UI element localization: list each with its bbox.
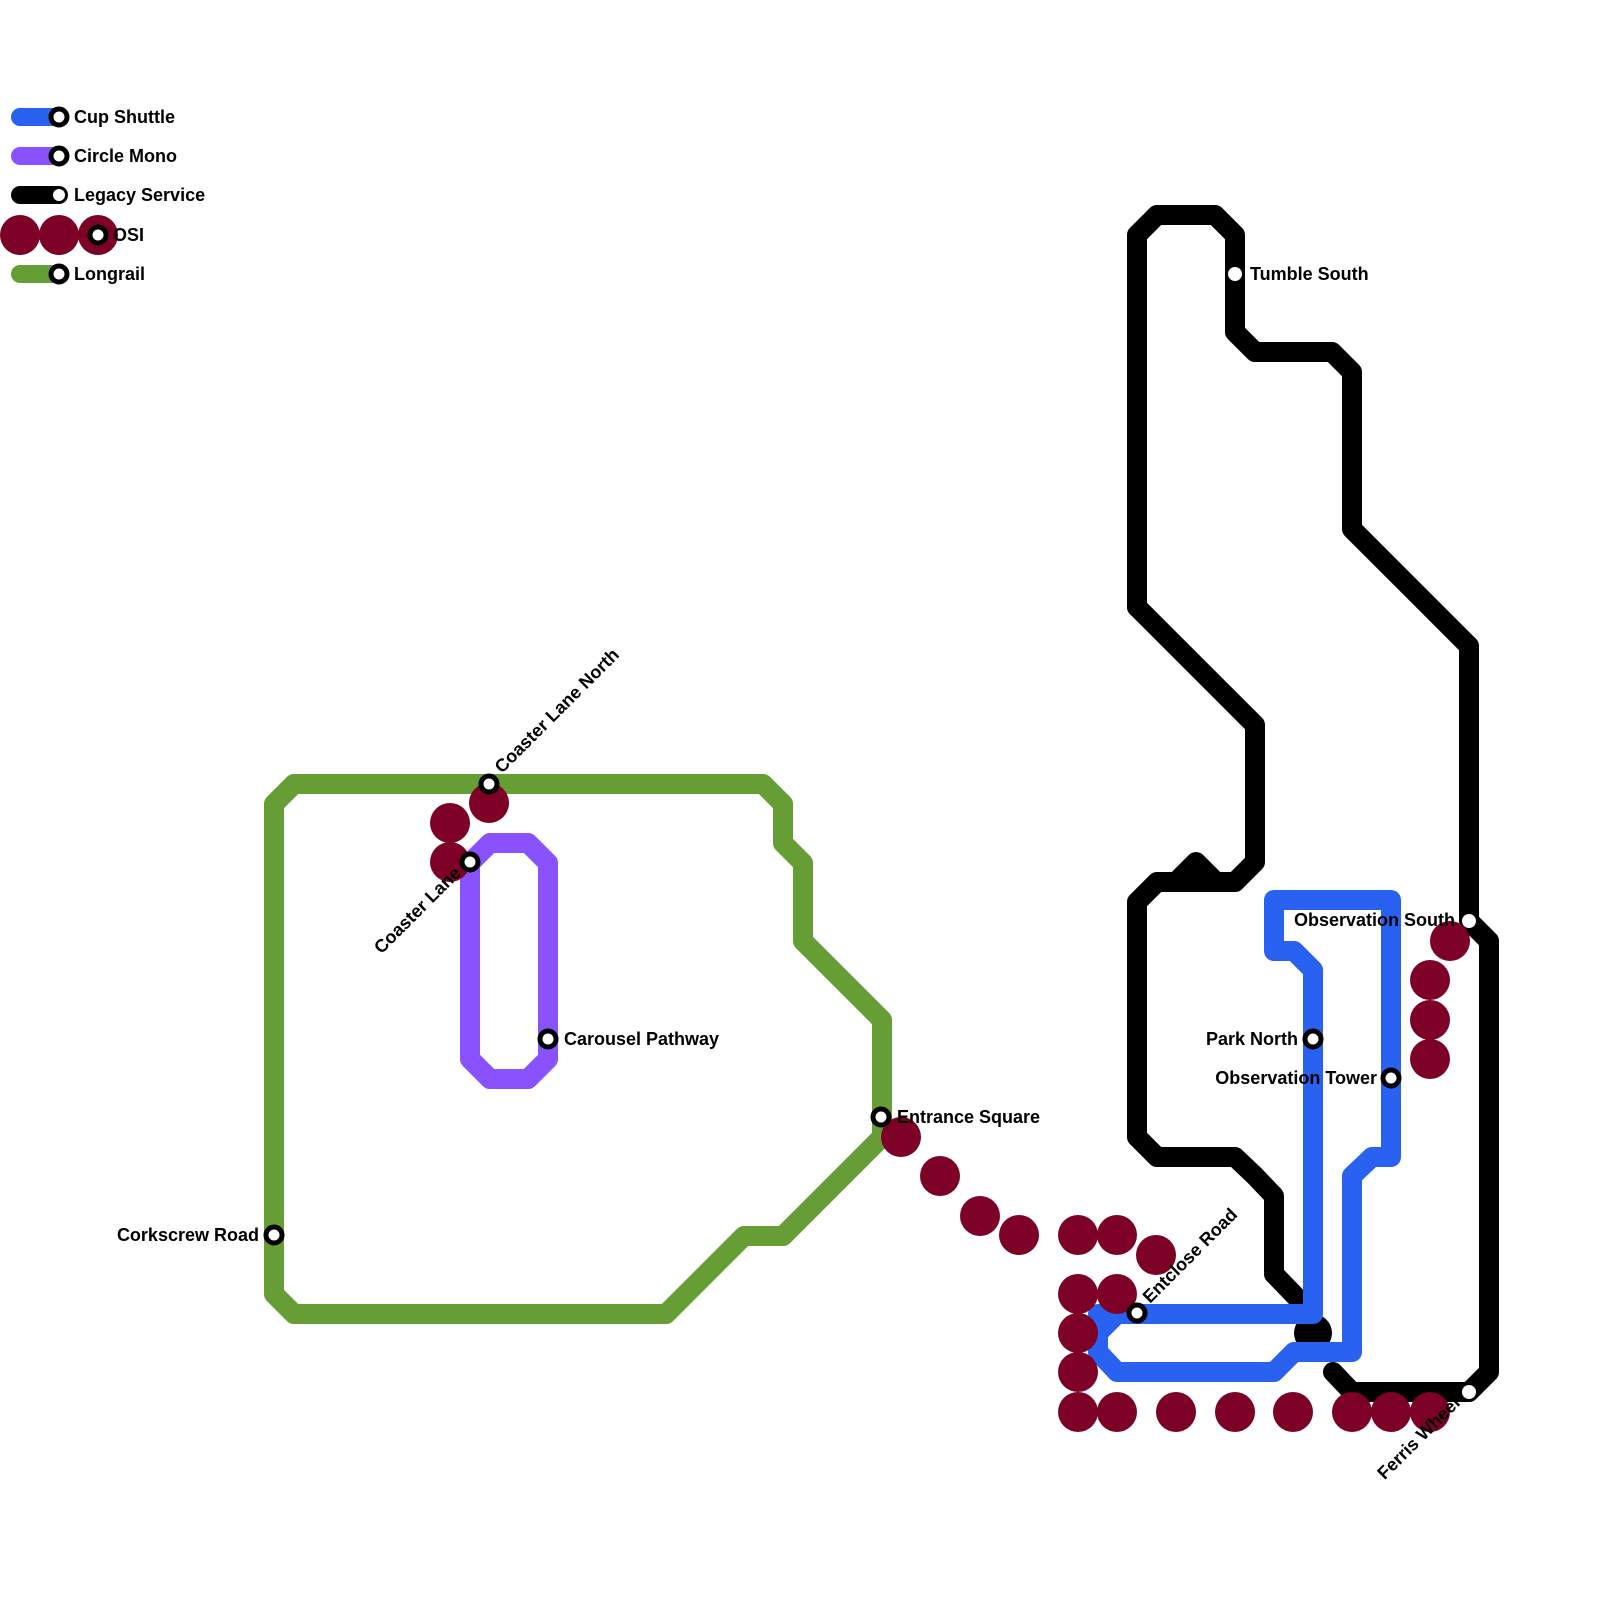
legend-station-icon bbox=[48, 263, 70, 285]
osi-dot bbox=[1058, 1313, 1098, 1353]
station-coaster-lane[interactable] bbox=[459, 851, 481, 873]
osi-dot bbox=[1410, 1392, 1450, 1432]
osi-dot bbox=[1273, 1392, 1313, 1432]
osi-dot bbox=[1156, 1392, 1196, 1432]
legacy-service-spur bbox=[1166, 852, 1226, 892]
osi-dot bbox=[1136, 1235, 1176, 1275]
osi-dot bbox=[960, 1196, 1000, 1236]
osi-dot bbox=[1215, 1392, 1255, 1432]
legend-station-icon bbox=[48, 106, 70, 128]
station-labels: Coaster Lane North Coaster Lane Carousel… bbox=[117, 264, 1464, 1483]
station-entclose-road[interactable] bbox=[1126, 1302, 1148, 1324]
osi-dot bbox=[1332, 1392, 1372, 1432]
osi-dot bbox=[1058, 1215, 1098, 1255]
legacy-service-branch[interactable] bbox=[1127, 597, 1313, 1314]
osi-dot bbox=[430, 842, 470, 882]
osi-dot bbox=[999, 1215, 1039, 1255]
legend-station-icon bbox=[87, 224, 109, 246]
osi-dot bbox=[1058, 1352, 1098, 1392]
station-label-carousel-pathway: Carousel Pathway bbox=[564, 1029, 719, 1049]
legend-swatch-osi-dot bbox=[39, 215, 79, 255]
legend-station-icon bbox=[48, 145, 70, 167]
station-label-entrance-square: Entrance Square bbox=[897, 1107, 1040, 1127]
legend-item-legacy-service: Legacy Service bbox=[11, 185, 205, 205]
legend-station-icon bbox=[53, 189, 65, 201]
station-ferris-wheel[interactable] bbox=[1462, 1385, 1476, 1399]
legend-label-longrail: Longrail bbox=[74, 264, 145, 284]
legend: Cup Shuttle Circle Mono Legacy Service O… bbox=[0, 106, 205, 285]
station-label-coaster-lane-north: Coaster Lane North bbox=[491, 645, 623, 777]
station-label-tumble-south: Tumble South bbox=[1250, 264, 1369, 284]
legend-item-circle-mono: Circle Mono bbox=[11, 145, 177, 167]
station-observation-south[interactable] bbox=[1462, 914, 1476, 928]
station-label-park-north: Park North bbox=[1206, 1029, 1298, 1049]
legend-label-osi: OSI bbox=[113, 225, 144, 245]
station-label-coaster-lane: Coaster Lane bbox=[370, 863, 465, 958]
legend-item-osi: OSI bbox=[0, 215, 144, 255]
osi-dot bbox=[1097, 1274, 1137, 1314]
osi-dot bbox=[1410, 960, 1450, 1000]
station-carousel-pathway[interactable] bbox=[537, 1028, 559, 1050]
osi-dot bbox=[1058, 1274, 1098, 1314]
legacy-service-line[interactable] bbox=[1127, 205, 1499, 1402]
osi-dot bbox=[469, 783, 509, 823]
cup-shuttle-line[interactable] bbox=[1088, 890, 1401, 1382]
osi-dot bbox=[1097, 1392, 1137, 1432]
osi-links bbox=[430, 783, 1470, 1432]
osi-dot bbox=[1430, 921, 1470, 961]
osi-dot bbox=[1058, 1392, 1098, 1432]
station-tumble-south[interactable] bbox=[1228, 267, 1242, 281]
osi-dot bbox=[1371, 1392, 1411, 1432]
legend-item-longrail: Longrail bbox=[11, 263, 145, 285]
legend-label-legacy-service: Legacy Service bbox=[74, 185, 205, 205]
legend-item-cup-shuttle: Cup Shuttle bbox=[11, 106, 175, 128]
legend-swatch-osi-dot bbox=[0, 215, 40, 255]
osi-dot bbox=[430, 803, 470, 843]
station-label-observation-tower: Observation Tower bbox=[1215, 1068, 1377, 1088]
osi-dot bbox=[1410, 1039, 1450, 1079]
station-entrance-square[interactable] bbox=[870, 1106, 892, 1128]
legend-label-circle-mono: Circle Mono bbox=[74, 146, 177, 166]
osi-dot bbox=[1097, 1215, 1137, 1255]
osi-dot bbox=[920, 1156, 960, 1196]
station-observation-tower[interactable] bbox=[1380, 1067, 1402, 1089]
osi-dot bbox=[1410, 1000, 1450, 1040]
station-label-observation-south: Observation South bbox=[1294, 910, 1455, 930]
station-coaster-lane-north[interactable] bbox=[478, 773, 500, 795]
station-park-north[interactable] bbox=[1302, 1028, 1324, 1050]
circle-mono-line[interactable] bbox=[460, 833, 558, 1089]
station-corkscrew-road[interactable] bbox=[263, 1224, 285, 1246]
legend-label-cup-shuttle: Cup Shuttle bbox=[74, 107, 175, 127]
station-label-corkscrew-road: Corkscrew Road bbox=[117, 1225, 259, 1245]
longrail-line[interactable] bbox=[264, 774, 892, 1324]
osi-dot bbox=[881, 1117, 921, 1157]
stations bbox=[263, 267, 1476, 1399]
